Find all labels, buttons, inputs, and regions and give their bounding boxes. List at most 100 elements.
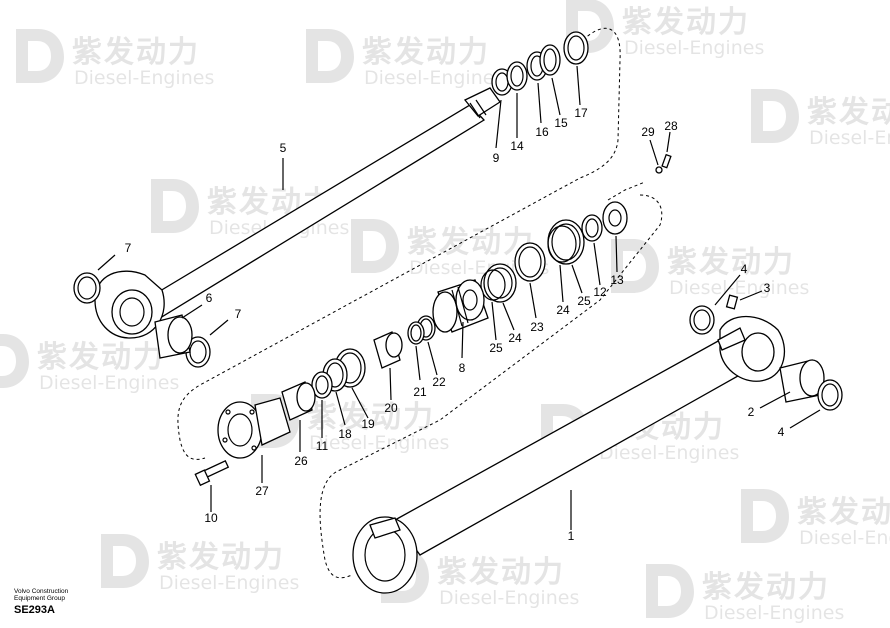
caption-company-line1: Volvo Construction	[14, 588, 69, 595]
leader-4a	[714, 274, 741, 306]
callout-25-lower: 25	[489, 341, 503, 355]
bushing-6	[154, 314, 193, 359]
dust-seal-4-lower-inner	[821, 383, 839, 407]
callout-16: 16	[535, 125, 549, 139]
bushing-26	[281, 381, 316, 421]
rod-groove	[469, 102, 481, 119]
callout-21: 21	[413, 385, 427, 399]
tube-body	[394, 339, 746, 556]
dust-seal-4-upper-inner	[693, 309, 711, 331]
bushing-face	[167, 316, 193, 354]
leader-15	[551, 77, 561, 116]
piston-groove	[457, 286, 469, 324]
leader-17	[576, 65, 581, 106]
drawing-caption: Volvo Construction Equipment Group SE293…	[14, 588, 68, 616]
cylinder-tube-1	[352, 316, 786, 594]
callout-17: 17	[574, 106, 588, 120]
ring-17-inner	[567, 35, 585, 61]
leader-lines	[97, 65, 821, 530]
ring-15-inner	[543, 48, 557, 72]
callout-22: 22	[432, 375, 446, 389]
leader-24b	[502, 302, 515, 331]
leader-7b	[209, 319, 229, 336]
ring-11-inner	[315, 375, 329, 395]
nut-guide	[607, 181, 646, 201]
piston-bore	[462, 289, 478, 311]
ring-23	[514, 242, 546, 282]
head-bore	[227, 413, 253, 447]
callout-6: 6	[206, 291, 213, 305]
callout-4-lower: 4	[778, 425, 785, 439]
piston-back	[432, 291, 458, 333]
rod-eye-inner	[119, 297, 145, 327]
callout-20: 20	[384, 401, 398, 415]
leader-3	[739, 290, 763, 301]
leader-22	[427, 341, 438, 376]
callout-7-left: 7	[125, 241, 132, 255]
ring-14	[506, 61, 528, 91]
callout-7-right: 7	[235, 307, 242, 321]
seal-24-lower	[483, 263, 517, 303]
callout-28: 28	[664, 119, 678, 133]
callout-9: 9	[493, 151, 500, 165]
callout-15: 15	[554, 116, 568, 130]
nut-13	[602, 201, 628, 235]
bushing-2-face	[799, 359, 825, 397]
callout-24-lower: 24	[508, 331, 522, 345]
seal-24-upper-inner	[551, 223, 581, 261]
leader-16	[537, 82, 542, 124]
cushion-sleeve-20	[373, 331, 403, 369]
leader-20	[389, 367, 392, 401]
head-neck	[254, 397, 291, 446]
bolt-hole	[251, 445, 257, 451]
leader-4b	[789, 409, 821, 429]
callout-18: 18	[338, 427, 352, 441]
caption-company-line2: Equipment Group	[14, 595, 65, 602]
leader-2	[759, 391, 791, 409]
bolt-hole	[249, 409, 255, 415]
piston-8	[432, 279, 489, 333]
tube-port	[369, 517, 401, 539]
ball-29	[655, 166, 663, 174]
seal-25-upper	[547, 225, 577, 263]
rod-eye-bore	[111, 289, 153, 335]
piston-rod	[94, 87, 501, 339]
callout-10: 10	[204, 511, 218, 525]
piston-assembly-guide	[319, 194, 663, 579]
leader-7a	[97, 254, 116, 271]
leader-13	[615, 235, 618, 273]
callout-4-upper: 4	[741, 262, 748, 276]
leader-28	[666, 131, 671, 153]
rod-groove	[475, 99, 487, 116]
callout-12: 12	[593, 285, 607, 299]
nut-body	[602, 201, 628, 235]
tube-eye-bore	[741, 332, 775, 372]
callout-25-upper: 25	[577, 294, 591, 308]
callout-14: 14	[510, 139, 524, 153]
leader-23	[529, 282, 537, 319]
ring-12	[581, 214, 603, 242]
leader-25a	[571, 264, 583, 294]
ring-23-inner	[518, 246, 542, 278]
piston-face	[455, 279, 485, 321]
leader-21	[415, 345, 421, 381]
callout-24-upper: 24	[556, 303, 570, 317]
ring-11	[311, 371, 333, 399]
callout-23: 23	[530, 320, 544, 334]
drawing-code: SE293A	[14, 604, 55, 616]
bolt-head	[194, 469, 211, 487]
nut-bore	[608, 209, 622, 227]
tube-port-top	[717, 327, 746, 351]
ring-12-inner	[585, 218, 599, 238]
piston-rod-seal-guide	[177, 27, 621, 460]
leader-6	[181, 304, 203, 319]
assembly-guide-lines	[177, 27, 663, 579]
callout-29: 29	[641, 125, 655, 139]
cylinder-head-27	[217, 397, 291, 459]
leader-25b	[491, 301, 497, 341]
bolt-hole	[225, 409, 231, 415]
callout-8: 8	[459, 361, 466, 375]
leader-19	[351, 387, 369, 419]
